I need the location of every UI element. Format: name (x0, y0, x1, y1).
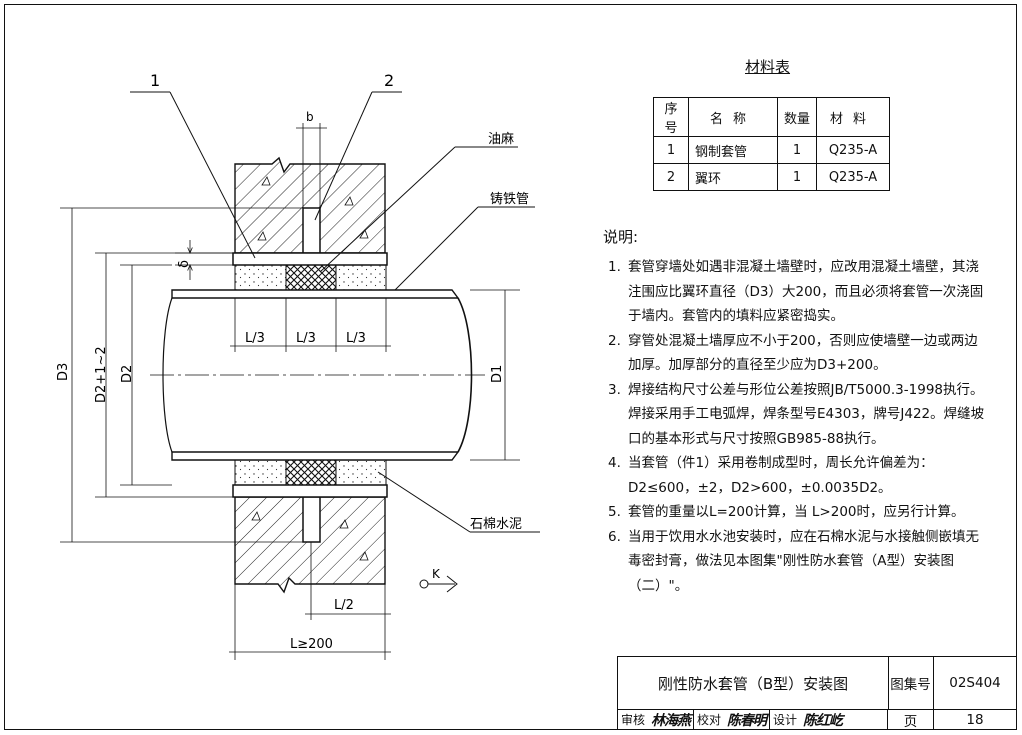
note-item: 3.焊接结构尺寸公差与形位公差按照JB/T5000.3-1998执行。焊接采用手… (608, 381, 985, 447)
cast-iron-pipe (162, 289, 473, 461)
atlas-label: 图集号 (888, 657, 934, 709)
dim-l-half: L/2 (334, 598, 354, 613)
callout-2: 2 (384, 71, 394, 90)
dim-d2: D2 (120, 365, 135, 383)
drawing-frame (4, 4, 1017, 730)
page-label: 页 (888, 709, 934, 730)
design-signature: 陈红屹 (803, 712, 843, 729)
notes-title: 说明: (603, 228, 639, 246)
asbestos-cement-fill (234, 264, 287, 291)
dim-d1: D1 (490, 365, 505, 383)
table-row: 2 翼环 1 Q235-A (653, 163, 890, 191)
label-oakum: 油麻 (488, 132, 514, 147)
check-signature: 陈春明 (724, 709, 771, 730)
steel-sleeve-top (232, 252, 388, 266)
dim-d2-plus: D2+1~2 (94, 346, 109, 403)
note-item: 4.当套管（件1）采用卷制成型时，周长允许偏差为：D2≤600，±2，D2>60… (608, 455, 934, 496)
review-signature: 林海燕 (648, 709, 695, 730)
signature-row: 审核 林海燕 校对 陈春明 设计 陈红屹 (618, 709, 888, 730)
dim-d1-group: D1 (470, 289, 520, 461)
page-number: 18 (934, 709, 1016, 729)
lower-wall (234, 496, 386, 594)
oakum-fill (285, 264, 337, 291)
steel-sleeve-bottom (232, 484, 388, 498)
label-asbestos-cement: 石棉水泥 (470, 517, 522, 532)
dim-l3-right: L/3 (346, 331, 366, 346)
dim-vertical-left: D3 D2+1~2 D2 (56, 207, 303, 543)
table-header-row: 序号 名称 数量 材料 (653, 97, 890, 137)
dim-d3: D3 (56, 363, 71, 381)
note-item: 1.套管穿墙处如遇非混凝土墙壁时，应改用混凝土墙壁，其浇注围应比翼环直径（D3）… (608, 259, 984, 324)
wing-ring-bottom (302, 496, 321, 543)
note-item: 5.套管的重量以L=200计算，当 L>200时，应另行计算。 (608, 504, 965, 520)
section-drawing: 1 2 b 油麻 铸铁管 石棉水泥 δ L/3 L/3 L/3 (56, 71, 540, 660)
material-table-title: 材料表 (745, 58, 791, 76)
dim-l3-mid: L/3 (296, 331, 316, 346)
note-item: 6.当用于饮用水水池安装时，应在石棉水泥与水接触侧嵌填无毒密封膏，做法见本图集"… (608, 528, 979, 594)
drawing-title: 刚性防水套管（B型）安装图 (618, 657, 889, 709)
dim-delta: δ (177, 260, 192, 268)
dim-b: b (306, 110, 314, 124)
dim-l3-left: L/3 (245, 331, 265, 346)
dim-bottom: L/2 L≥200 (229, 542, 391, 660)
material-table: 序号 名称 数量 材料 1 钢制套管 1 Q235-A 2 翼环 1 Q235-… (653, 97, 890, 191)
table-row: 1 钢制套管 1 Q235-A (653, 136, 890, 164)
title-block: 刚性防水套管（B型）安装图 图集号 02S404 审核 林海燕 校对 陈春明 设… (617, 656, 1017, 730)
callout-1: 1 (150, 71, 160, 90)
dim-l3-row: L/3 L/3 L/3 (230, 298, 391, 352)
section-mark: K (419, 567, 458, 593)
dim-l-min: L≥200 (290, 637, 333, 652)
atlas-number: 02S404 (949, 675, 1001, 691)
label-cast-iron-pipe: 铸铁管 (490, 191, 529, 207)
notes-list: 1.套管穿墙处如遇非混凝土墙壁时，应改用混凝土墙壁，其浇注围应比翼环直径（D3）… (608, 255, 988, 598)
section-mark-k: K (432, 567, 441, 581)
note-item: 2.穿管处混凝土墙厚应不小于200，否则应使墙壁一边或两边加厚。加厚部分的直径至… (608, 332, 978, 374)
